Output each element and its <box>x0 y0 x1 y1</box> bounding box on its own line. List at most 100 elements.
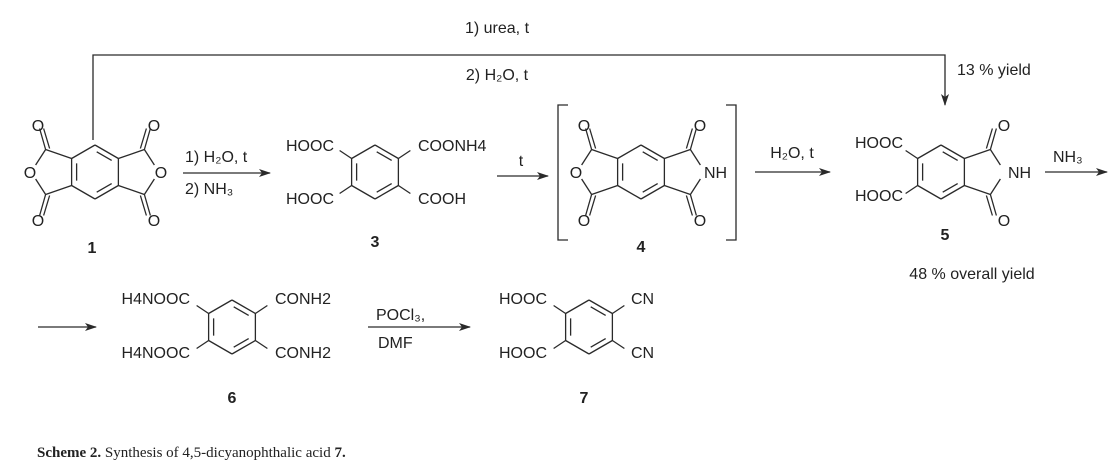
ring-bond <box>581 178 593 195</box>
caption-suffix: 7. <box>334 445 346 461</box>
top-route-step2: 2) H₂O, t <box>466 67 529 84</box>
c6-group-3: H4NOOC <box>122 345 190 362</box>
ring-bond <box>917 144 942 160</box>
ring-bond <box>208 339 233 355</box>
ring-double-bond <box>233 338 249 348</box>
carbonyl-bond <box>143 194 152 216</box>
ring-bond <box>35 149 47 166</box>
caption-prefix: Scheme 2. <box>37 445 101 461</box>
c7-group-1: HOOC <box>499 291 547 308</box>
ring-bond <box>231 339 256 355</box>
ring-bond <box>143 178 155 195</box>
c6-group-4: CONH2 <box>275 345 331 362</box>
substituent-bond <box>612 304 625 315</box>
ring-bond <box>374 184 399 200</box>
c1-o3: O <box>32 213 44 230</box>
c4-o2: O <box>694 118 706 135</box>
c4-o4: O <box>694 213 706 230</box>
c3-group-1: HOOC <box>286 138 334 155</box>
c3-group-3: HOOC <box>286 191 334 208</box>
ring-bond <box>917 184 942 200</box>
ring-double-bond <box>942 151 958 161</box>
ring-bond <box>351 184 376 200</box>
carbonyl-bond <box>689 194 698 216</box>
carbonyl-double-bond <box>685 128 694 149</box>
ring-bond <box>143 149 155 166</box>
ring-bond <box>689 149 701 166</box>
ring-bond <box>617 184 642 200</box>
c7-group-2: CN <box>631 291 654 308</box>
c6-group-2: CONH2 <box>275 291 331 308</box>
ring-bond <box>640 184 665 200</box>
carbonyl-double-bond <box>985 128 994 149</box>
overall-yield: 48 % overall yield <box>909 266 1034 283</box>
c7-group-4: CN <box>631 345 654 362</box>
compound-3-label: 3 <box>371 234 380 251</box>
c4-o3: O <box>578 213 590 230</box>
ring-bond <box>664 184 691 196</box>
bracket-right <box>726 104 737 241</box>
ring-double-bond <box>376 151 392 161</box>
ring-double-bond <box>376 183 392 193</box>
ring-bond <box>964 148 991 160</box>
arrow-6-7-cond2: DMF <box>378 335 413 352</box>
carbonyl-bond <box>689 128 698 150</box>
ring-bond <box>118 148 145 160</box>
c6-group-1: H4NOOC <box>122 291 190 308</box>
bond-lines <box>35 128 1001 355</box>
ring-bond <box>35 178 47 195</box>
carbonyl-double-bond <box>985 195 994 216</box>
carbonyl-double-bond <box>139 195 148 216</box>
ring-bond <box>374 144 399 160</box>
top-route-yield: 13 % yield <box>957 62 1031 79</box>
ring-double-bond <box>590 338 606 348</box>
arrow-1-3-step1: 1) H₂O, t <box>185 149 248 166</box>
carbonyl-double-bond <box>685 195 694 216</box>
ring-bond <box>989 178 1001 195</box>
ring-bond <box>351 144 376 160</box>
ring-double-bond <box>642 183 658 193</box>
substituent-bond <box>553 339 566 350</box>
carbonyl-double-bond <box>42 195 51 216</box>
top-route-step1: 1) urea, t <box>465 20 530 37</box>
substituent-bond <box>905 149 918 160</box>
ring-bond <box>94 184 119 200</box>
c5-group-2: HOOC <box>855 188 903 205</box>
c1-o1: O <box>32 118 44 135</box>
c4-ring-o: O <box>570 165 582 182</box>
ring-bond <box>689 178 701 195</box>
ring-bond <box>588 299 613 315</box>
ring-bond <box>940 184 965 200</box>
ring-bond <box>71 144 96 160</box>
compound-5-label: 5 <box>941 227 950 244</box>
substituent-bond <box>339 149 352 160</box>
c5-o1: O <box>998 118 1010 135</box>
c3-group-2: COONH4 <box>418 138 487 155</box>
carbonyl-double-bond <box>139 128 148 149</box>
c1-o4: O <box>148 213 160 230</box>
ring-double-bond <box>590 306 606 316</box>
c5-o2: O <box>998 213 1010 230</box>
substituent-bond <box>398 149 411 160</box>
carbonyl-bond <box>584 194 593 216</box>
c1-ring-o-right: O <box>155 165 167 182</box>
substituent-bond <box>255 304 268 315</box>
carbonyl-bond <box>143 128 152 150</box>
carbonyl-bond <box>584 128 593 150</box>
ring-bond <box>989 149 1001 166</box>
ring-bond <box>940 144 965 160</box>
carbonyl-bond <box>38 194 47 216</box>
substituent-bond <box>196 304 209 315</box>
c7-group-3: HOOC <box>499 345 547 362</box>
c1-ring-o-left: O <box>24 165 36 182</box>
compound-4-label: 4 <box>637 239 646 256</box>
ring-bond <box>565 339 590 355</box>
compound-6-label: 6 <box>228 390 237 407</box>
compound-7-label: 7 <box>580 390 589 407</box>
substituent-bond <box>398 184 411 195</box>
substituent-bond <box>612 339 625 350</box>
ring-bond <box>45 148 72 160</box>
c3-group-4: COOH <box>418 191 466 208</box>
ring-double-bond <box>96 151 112 161</box>
